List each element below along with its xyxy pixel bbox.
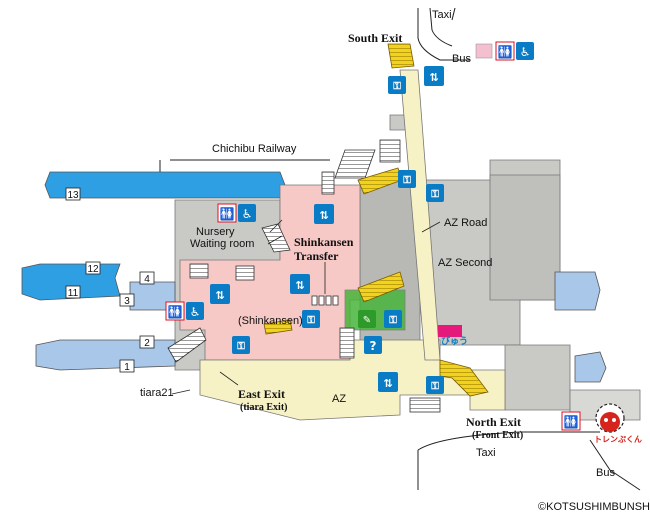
- label-taxi-bottom: Taxi: [476, 447, 496, 459]
- labels: Taxi Bus South Exit Chichibu Railway Nur…: [140, 9, 650, 513]
- restroom-icon: 🚻: [217, 203, 237, 223]
- svg-text:♿: ♿: [520, 45, 531, 59]
- platform-number-12: 12: [87, 264, 99, 275]
- label-shinkansen-transfer-2: Transfer: [294, 249, 339, 263]
- mascot-icon: [595, 403, 625, 433]
- label-mascot: トレンぷくん: [594, 435, 642, 444]
- elevator-icon: ⇅: [378, 372, 398, 392]
- svg-text:⚿: ⚿: [307, 314, 315, 326]
- platform-13: [44, 171, 286, 199]
- stairs: [167, 139, 441, 413]
- label-north-exit: North Exit: [466, 415, 521, 429]
- svg-text:⚿: ⚿: [431, 188, 439, 200]
- label-east-exit-sub: (tiara Exit): [240, 402, 288, 413]
- baby-room-icon: [475, 43, 493, 59]
- svg-text:🚻: 🚻: [498, 45, 513, 59]
- ticket-gate-icon: ⚿: [398, 170, 416, 188]
- ticket-machine-icon: [311, 295, 339, 306]
- platform-number-13: 13: [67, 190, 79, 201]
- label-az: AZ: [332, 393, 346, 405]
- svg-text:⚿: ⚿: [393, 80, 401, 92]
- ticket-gate-icon: ⚿: [384, 310, 402, 328]
- ticket-gate-icon: ⚿: [388, 76, 406, 94]
- ticket-gate-icon: ⚿: [232, 336, 250, 354]
- svg-text:?: ?: [370, 339, 377, 353]
- copyright: ©KOTSUSHIMBUNSHA: [538, 501, 650, 513]
- wheelchair-icon: ♿: [516, 42, 534, 60]
- green-gate-icon: ✎: [358, 310, 376, 328]
- platform-number-3: 3: [124, 296, 130, 307]
- roads: [159, 7, 641, 491]
- platform-number-11: 11: [68, 288, 79, 299]
- ticket-gate-icon: ⚿: [302, 310, 320, 328]
- label-az-second: AZ Second: [438, 257, 492, 269]
- wheelchair-icon: ♿: [186, 302, 204, 320]
- restroom-icon: 🚻: [561, 411, 581, 431]
- label-bus-top: Bus: [452, 53, 471, 65]
- elevator-icon: ⇅: [314, 204, 334, 224]
- label-tiara21: tiara21: [140, 387, 174, 399]
- svg-text:⚿: ⚿: [389, 314, 397, 326]
- elevator-icon: ⇅: [210, 284, 230, 304]
- label-biyuu: びゅう: [441, 335, 468, 347]
- label-chichibu-railway: Chichibu Railway: [212, 143, 297, 155]
- svg-text:✎: ✎: [363, 315, 371, 326]
- elevator-icon: ⇅: [424, 66, 444, 86]
- label-nursery: Nursery: [196, 226, 235, 238]
- ticket-gate-icon: ⚿: [426, 376, 444, 394]
- svg-text:♿: ♿: [242, 207, 253, 221]
- svg-text:⇅: ⇅: [295, 279, 304, 292]
- svg-text:🚻: 🚻: [564, 415, 579, 429]
- biyuu-shop: [438, 325, 462, 337]
- label-east-exit: East Exit: [238, 387, 285, 401]
- svg-text:⇅: ⇅: [383, 377, 392, 390]
- svg-text:⚿: ⚿: [237, 340, 245, 352]
- leader-lines: [171, 219, 441, 395]
- svg-text:⇅: ⇅: [215, 289, 224, 302]
- svg-text:⇅: ⇅: [319, 209, 328, 222]
- platform-east-2: [574, 351, 607, 383]
- svg-text:🚻: 🚻: [168, 305, 183, 319]
- information-icon: ?: [364, 336, 382, 354]
- escalators: [263, 43, 489, 397]
- wheelchair-icon: ♿: [238, 204, 256, 222]
- platform-tags: 13 12 11 4 3 2 1: [65, 187, 155, 373]
- icons: ⇅ ⇅ ⇅ ⇅ ⇅ ⚿ ⚿ ⚿: [165, 41, 625, 433]
- label-bus-bottom: Bus: [596, 467, 615, 479]
- svg-text:⇅: ⇅: [429, 71, 438, 84]
- platform-east: [554, 271, 601, 311]
- svg-text:🚻: 🚻: [220, 207, 235, 221]
- ticket-gate-icon: ⚿: [426, 184, 444, 202]
- restroom-icon: 🚻: [495, 41, 515, 61]
- label-shinkansen-transfer-1: Shinkansen: [294, 235, 354, 249]
- label-shinkansen-gate: (Shinkansen): [238, 315, 303, 327]
- svg-text:⚿: ⚿: [403, 174, 411, 186]
- platform-number-1: 1: [124, 362, 130, 373]
- restroom-icon: 🚻: [165, 301, 185, 321]
- platform-number-2: 2: [144, 338, 150, 349]
- label-waiting-room: Waiting room: [190, 238, 254, 250]
- platform-number-4: 4: [144, 274, 150, 285]
- svg-text:♿: ♿: [190, 305, 201, 319]
- svg-text:⚿: ⚿: [431, 380, 439, 392]
- label-south-exit: South Exit: [348, 31, 402, 45]
- label-taxi-top: Taxi: [432, 9, 452, 21]
- label-north-exit-sub: (Front Exit): [472, 430, 523, 441]
- elevator-icon: ⇅: [290, 274, 310, 294]
- label-az-road: AZ Road: [444, 217, 487, 229]
